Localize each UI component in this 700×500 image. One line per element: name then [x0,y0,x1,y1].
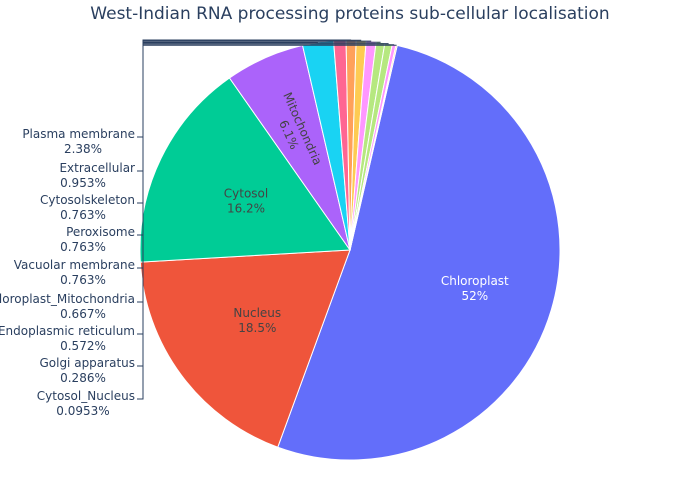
pie-slice-chloroplast[interactable] [277,44,561,461]
slice-label-golgi-apparatus: Golgi apparatus [39,356,135,370]
slice-percent-peroxisome: 0.763% [60,240,106,254]
slice-percent-cytosol-nucleus: 0.0953% [56,404,109,418]
slice-percent-extracellular: 0.953% [60,176,106,190]
slice-label-endoplasmic-reticulum: Endoplasmic reticulum [0,324,135,338]
slice-label-cytosol: Cytosol [224,187,268,201]
slice-percent-chloroplast-mitochondria: 0.667% [60,307,106,321]
slice-percent-chloroplast: 52% [461,289,488,303]
slice-percent-cytosolskeleton: 0.763% [60,208,106,222]
slice-label-chloroplast-mitochondria: Chloroplast_Mitochondria [0,292,135,306]
slice-label-cytosol-nucleus: Cytosol_Nucleus [37,389,135,403]
slice-label-nucleus: Nucleus [233,306,281,320]
slice-label-vacuolar-membrane: Vacuolar membrane [14,258,135,272]
slice-label-cytosolskeleton: Cytosolskeleton [40,193,135,207]
pie-slice-cytosol[interactable] [139,77,351,263]
slice-percent-vacuolar-membrane: 0.763% [60,273,106,287]
slice-percent-golgi-apparatus: 0.286% [60,371,106,385]
slice-percent-cytosol: 16.2% [227,202,265,216]
slice-label-plasma-membrane: Plasma membrane [22,127,135,141]
slice-percent-endoplasmic-reticulum: 0.572% [60,339,106,353]
chart-title: West-Indian RNA processing proteins sub-… [90,4,610,24]
slice-label-extracellular: Extracellular [59,161,135,175]
slice-label-peroxisome: Peroxisome [66,225,135,239]
slice-label-chloroplast: Chloroplast [441,274,509,288]
label-connector-cytosol-nucleus [137,44,397,400]
slice-percent-plasma-membrane: 2.38% [64,142,102,156]
slice-percent-nucleus: 18.5% [238,321,276,335]
